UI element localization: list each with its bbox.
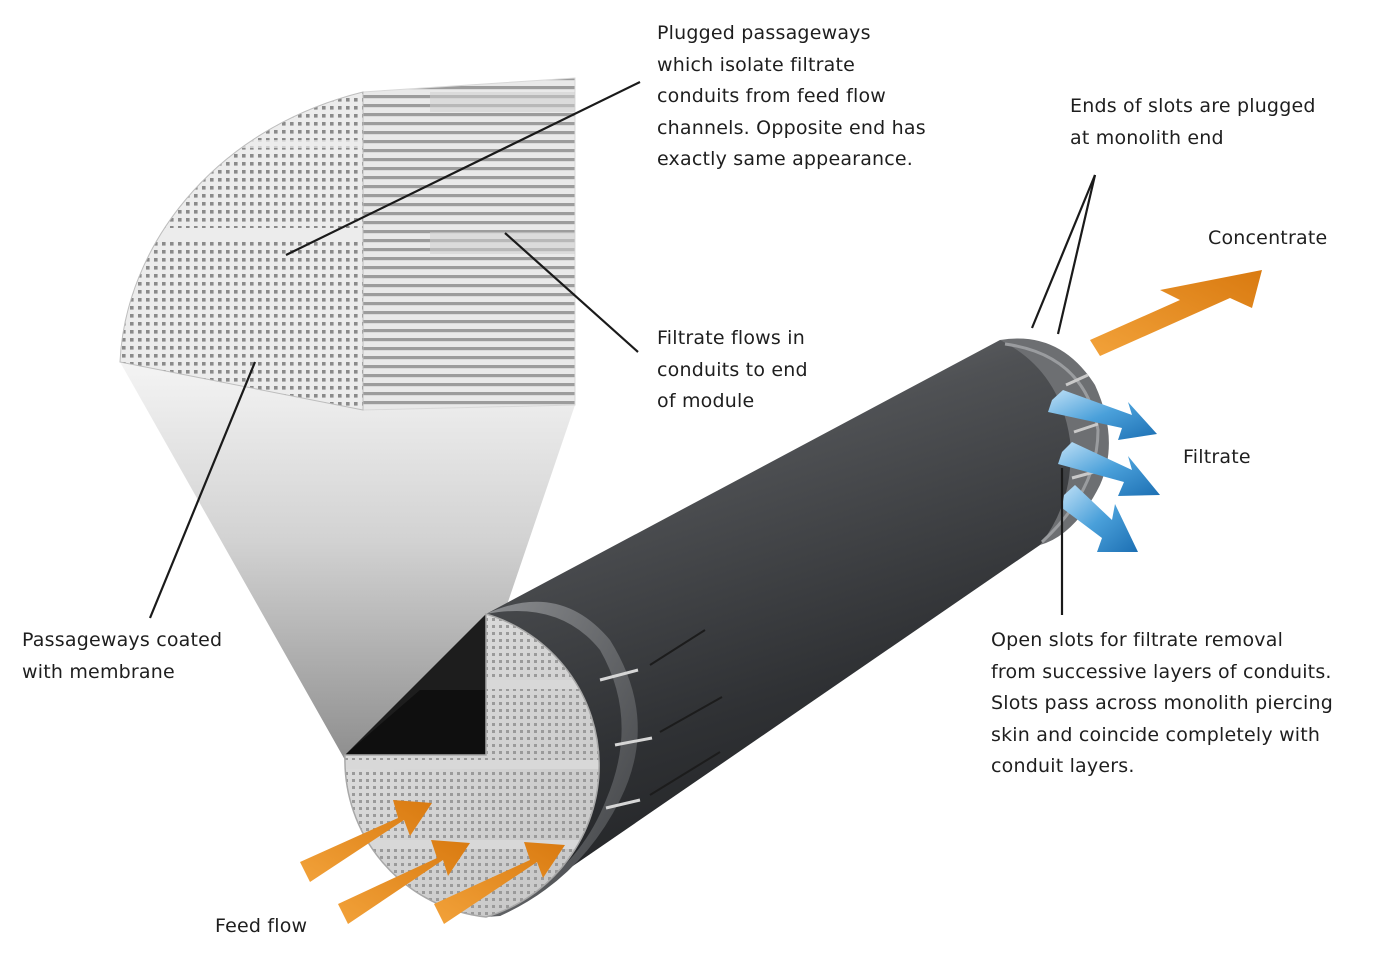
concentrate-arrow xyxy=(1090,270,1262,356)
leader-ends-2 xyxy=(1056,174,1097,335)
feed-arrow-2 xyxy=(338,840,470,924)
label-ends-of-slots: Ends of slots are plugged at monolith en… xyxy=(1070,95,1316,149)
feed-arrow-1 xyxy=(300,800,432,882)
filtrate-arrow-2 xyxy=(1058,442,1160,496)
label-plugged-passageways: Plugged passageways which isolate filtra… xyxy=(657,22,926,170)
label-concentrate: Concentrate xyxy=(1208,227,1328,249)
leader-filtrate-flows xyxy=(504,232,639,353)
label-filtrate-flows: Filtrate flows in conduits to end of mod… xyxy=(657,327,808,412)
feed-arrow-3 xyxy=(434,842,565,924)
label-filtrate: Filtrate xyxy=(1183,446,1251,468)
label-open-slots: Open slots for filtrate removal from suc… xyxy=(991,629,1333,777)
leader-plugged xyxy=(285,81,641,256)
leader-passageways xyxy=(148,361,257,619)
label-feed-flow: Feed flow xyxy=(215,915,308,937)
filtrate-arrow-3 xyxy=(1062,485,1138,552)
filtrate-arrows xyxy=(1048,390,1160,552)
filtrate-arrow-1 xyxy=(1048,390,1157,440)
label-passageways-coated: Passageways coated with membrane xyxy=(22,629,223,683)
leader-lines xyxy=(148,81,1097,619)
feed-flow-arrows xyxy=(300,800,565,924)
leader-ends-1 xyxy=(1030,174,1097,329)
